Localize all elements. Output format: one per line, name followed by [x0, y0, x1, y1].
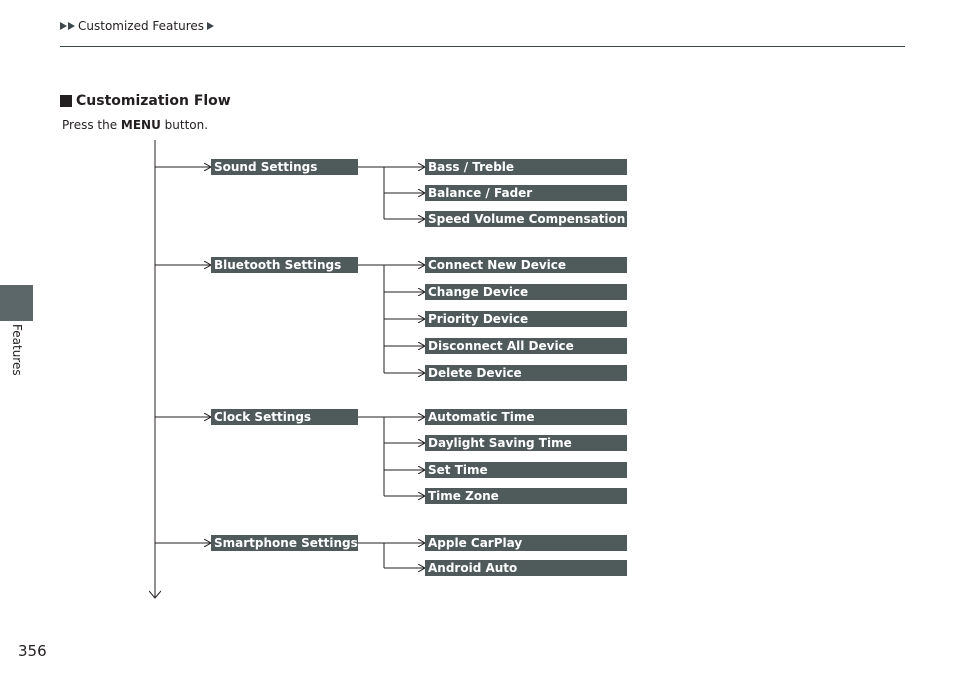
category-box: Clock Settings [211, 409, 358, 425]
breadcrumb: Customized Features [60, 19, 215, 33]
category-box: Sound Settings [211, 159, 358, 175]
breadcrumb-link[interactable]: Customized Features [78, 19, 205, 33]
option-box: Delete Device [425, 365, 627, 381]
option-box: Disconnect All Device [425, 338, 627, 354]
option-box: Time Zone [425, 488, 627, 504]
option-box: Automatic Time [425, 409, 627, 425]
section-title-text: Customization Flow [76, 93, 231, 109]
intro-suffix: button. [160, 118, 209, 132]
triangle-arrow-icon [60, 22, 67, 30]
option-box: Daylight Saving Time [425, 435, 627, 451]
page-number: 356 [18, 642, 47, 660]
square-bullet-icon [60, 95, 72, 107]
menu-button-label: MENU [120, 118, 161, 132]
section-tab [0, 285, 33, 321]
option-box: Bass / Treble [425, 159, 627, 175]
section-label: Features [10, 324, 24, 376]
intro-text: Press the MENU button. [62, 118, 208, 132]
section-title: Customization Flow [60, 93, 231, 109]
intro-prefix: Press the [62, 118, 121, 132]
triangle-arrow-icon [207, 22, 215, 30]
option-box: Android Auto [425, 560, 627, 576]
option-box: Balance / Fader [425, 185, 627, 201]
option-box: Connect New Device [425, 257, 627, 273]
option-box: Speed Volume Compensation [425, 211, 627, 227]
category-box: Bluetooth Settings [211, 257, 358, 273]
category-box: Smartphone Settings [211, 535, 358, 551]
option-box: Change Device [425, 284, 627, 300]
option-box: Apple CarPlay [425, 535, 627, 551]
triangle-arrow-icon [68, 22, 75, 30]
option-box: Priority Device [425, 311, 627, 327]
option-box: Set Time [425, 462, 627, 478]
header-divider [60, 46, 905, 47]
